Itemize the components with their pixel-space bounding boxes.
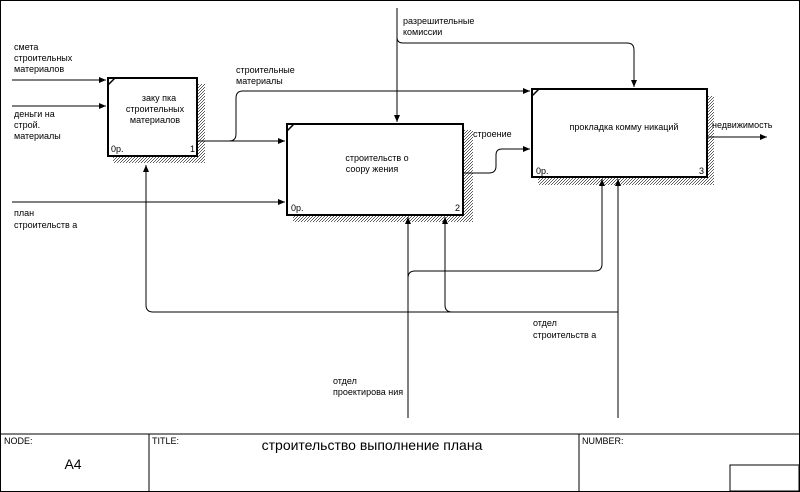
title-block: NODE: A4 TITLE: строительство выполнение… (0, 433, 800, 492)
arrow-dept-build-box2 (442, 217, 453, 313)
label-dengi-2: строй. (14, 120, 40, 130)
label-dept-design-2: проектирова ния (333, 387, 403, 397)
activity-box-3[interactable]: прокладка комму никаций 0р. 3 (531, 88, 714, 185)
label-smeta-3: материалов (14, 64, 64, 74)
box-2-number: 2 (455, 203, 460, 213)
box-1-label-line1: заку пка (142, 93, 176, 103)
arrow-label-realty: недвижимость (712, 120, 773, 130)
box-2-label-line1: строительств о (345, 153, 408, 163)
label-smeta-2: строительных (14, 53, 73, 63)
arrow-label-structure: строение (473, 129, 512, 139)
label-plan-2: строительств а (14, 220, 77, 230)
arrow-label-building-materials: строительные материалы (236, 65, 295, 86)
box-1-cost: 0р. (111, 144, 124, 154)
node-field-value: A4 (64, 456, 81, 472)
label-dept-build-2: строительств а (533, 330, 596, 340)
label-permit-1: разрешительные (403, 16, 474, 26)
box-3-number: 3 (699, 166, 704, 176)
arrow-permit-box3 (396, 36, 637, 87)
box-1-corner (107, 77, 116, 86)
box-3-corner (531, 88, 540, 97)
box-2-cost: 0р. (291, 203, 304, 213)
arrow-label-dept-design: отдел проектирова ния (333, 376, 403, 397)
box-2-label-line2: соору жения (346, 164, 399, 174)
node-field-label: NODE: (4, 436, 33, 446)
title-field-label: TITLE: (152, 436, 179, 446)
title-block-corner-cell (729, 464, 800, 492)
label-plan-1: план (14, 208, 34, 218)
label-build-mat-2: материалы (236, 76, 283, 86)
label-permit-2: комиссии (403, 27, 442, 37)
activity-box-1[interactable]: заку пка строительных материалов 0р. 1 (107, 77, 205, 163)
arrow-dept-build-box1 (143, 165, 618, 313)
box-1-frame (107, 77, 198, 157)
activity-box-2[interactable]: строительств о соору жения 0р. 2 (286, 123, 473, 222)
title-field-value: строительство выполнение плана (262, 437, 483, 453)
arrow-label-smeta: смета строительных материалов (14, 42, 73, 74)
arrow-dept-design-box3 (407, 179, 605, 279)
arrow-building-materials (228, 88, 530, 142)
box-2-corner (286, 123, 295, 132)
label-dept-build-1: отдел (533, 318, 557, 328)
box-1-number: 1 (190, 144, 195, 154)
label-dengi-1: деньги на (14, 109, 55, 119)
arrow-structure (463, 146, 530, 174)
arrow-label-dengi: деньги на строй. материалы (14, 109, 61, 141)
arrow-label-dept-build: отдел строительств а (533, 318, 596, 340)
number-field-label: NUMBER: (582, 436, 624, 446)
label-build-mat-1: строительные (236, 65, 295, 75)
box-1-label-line2: строительных (126, 104, 185, 114)
label-smeta-1: смета (14, 42, 38, 52)
box-1-label-line3: материалов (130, 115, 180, 125)
arrow-label-plan: план строительств а (14, 208, 77, 230)
box-3-frame (531, 88, 708, 178)
label-dept-design-1: отдел (333, 376, 357, 386)
label-dengi-3: материалы (14, 131, 61, 141)
box-3-label: прокладка комму никаций (570, 122, 679, 132)
arrow-label-permit: разрешительные комиссии (403, 16, 474, 37)
box-2-frame (286, 123, 464, 216)
box-3-cost: 0р. (536, 166, 549, 176)
